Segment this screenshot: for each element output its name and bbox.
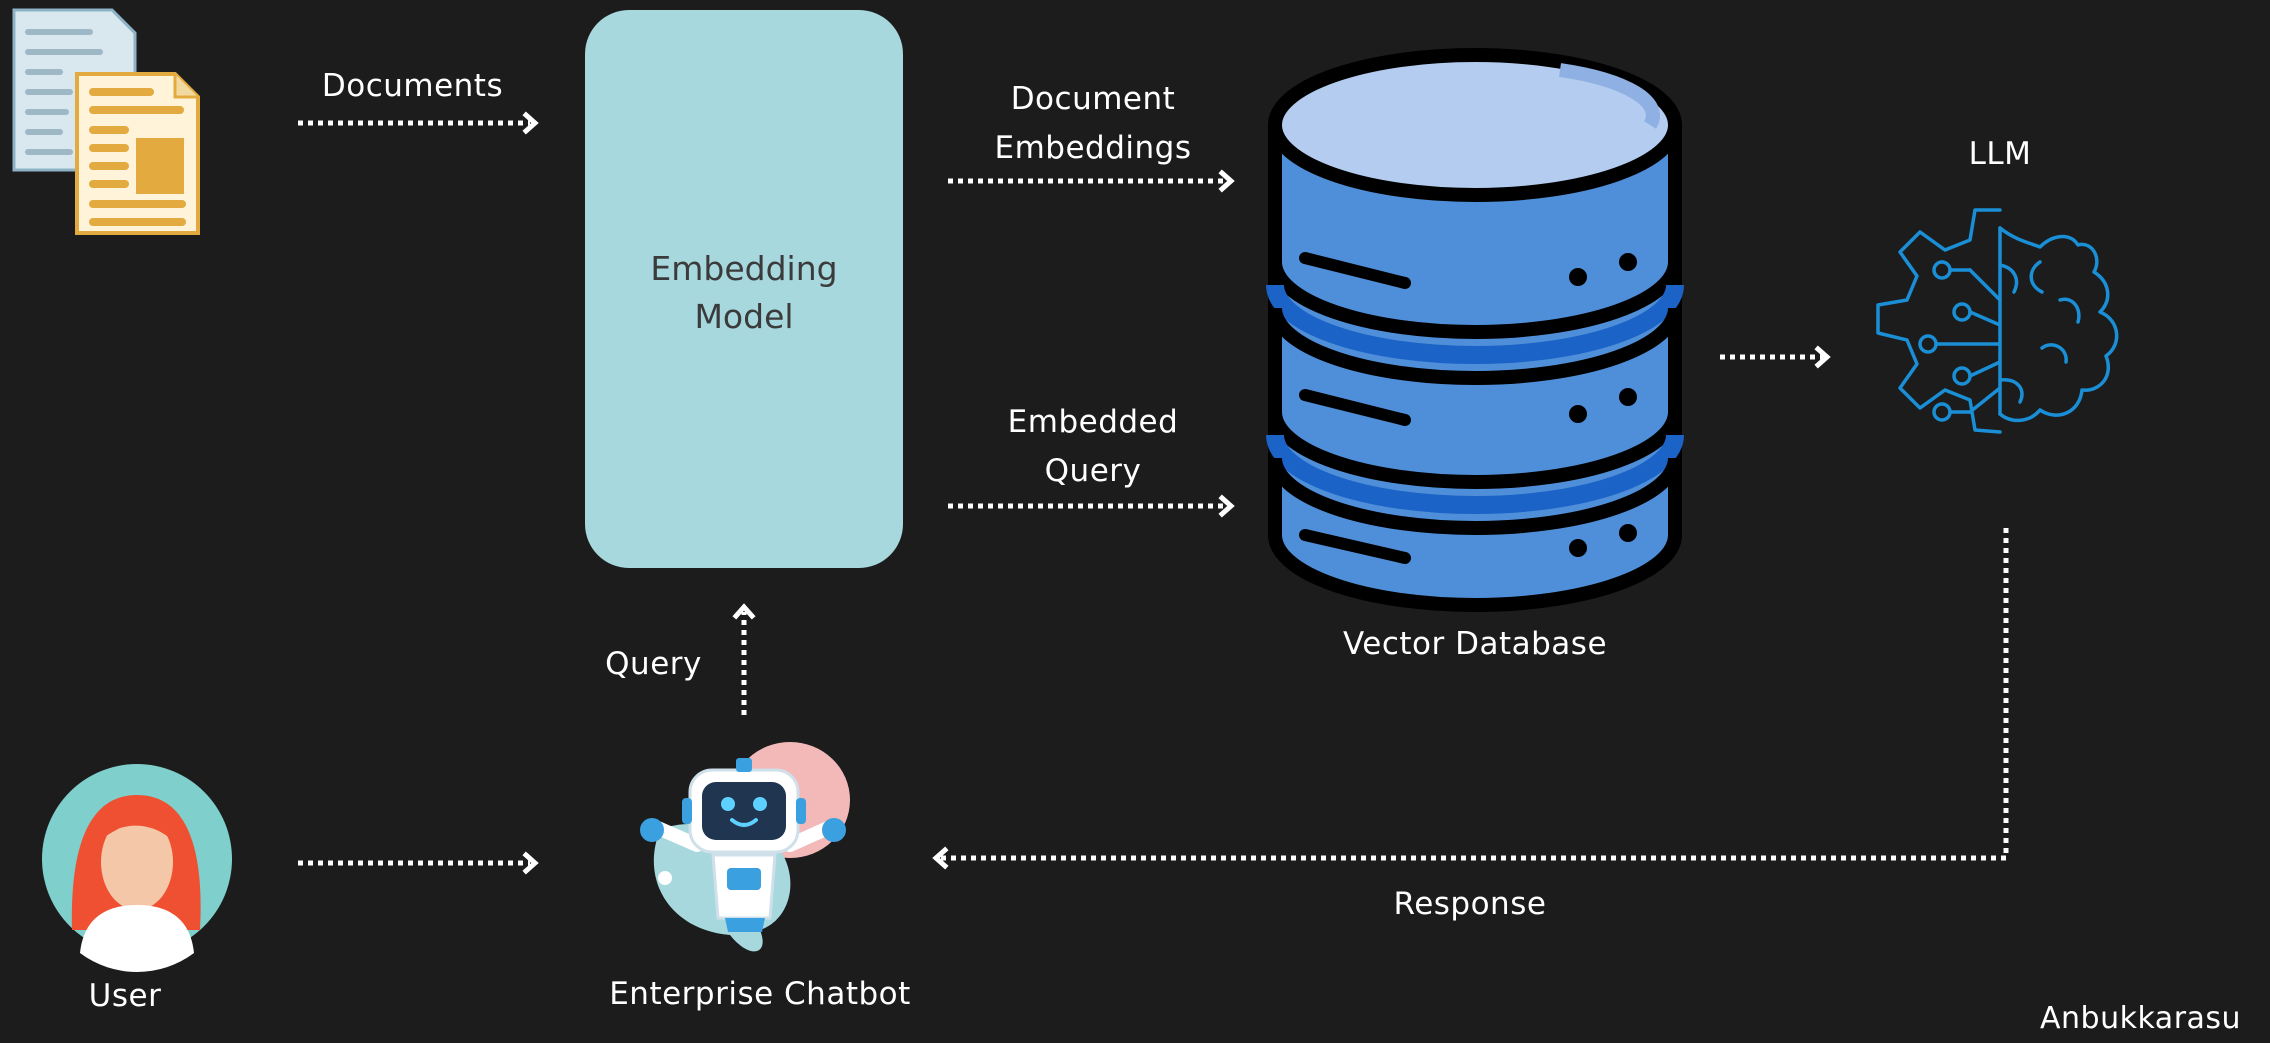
arrow-llm-to-chatbot-response <box>932 528 2009 870</box>
document-embeddings-label: Document Embeddings <box>968 75 1218 173</box>
documents-label: Documents <box>321 68 504 104</box>
embedded-query-line1: Embedded <box>1007 404 1179 440</box>
enterprise-chatbot-label: Enterprise Chatbot <box>609 976 911 1012</box>
arrow-chatbot-to-model-query <box>732 603 756 715</box>
arrow-model-to-database-embeddings <box>948 169 1235 193</box>
embedded-query-label: Embedded Query <box>968 398 1218 496</box>
diagram-graphics: .dot { stroke:#ffffff; stroke-width:5; s… <box>12 8 2119 973</box>
arrow-documents-to-model <box>298 111 539 135</box>
watermark: Anbukkarasu <box>2040 1001 2242 1036</box>
database-icon <box>1266 48 1684 612</box>
embedding-model-box: Embedding Model <box>585 10 903 568</box>
embedding-model-line2: Model <box>694 297 794 336</box>
user-avatar-icon <box>42 764 232 973</box>
brain-gear-icon <box>1876 208 2119 434</box>
response-label: Response <box>1393 886 1547 922</box>
embedding-model-label: Embedding Model <box>585 245 903 341</box>
query-label: Query <box>605 646 702 682</box>
llm-label: LLM <box>1968 136 2032 172</box>
robot-chatbot-icon <box>640 742 850 952</box>
arrow-model-to-database-query <box>948 494 1235 518</box>
embedded-query-line2: Query <box>1044 453 1142 489</box>
user-label: User <box>88 978 162 1014</box>
rag-diagram: .dot { stroke:#ffffff; stroke-width:5; s… <box>12 8 2241 1036</box>
document-embeddings-line2: Embeddings <box>994 130 1192 166</box>
embedding-model-line1: Embedding <box>650 249 838 288</box>
documents-icon <box>12 8 200 235</box>
arrow-user-to-chatbot <box>298 851 539 875</box>
document-embeddings-line1: Document <box>1010 81 1176 117</box>
arrow-database-to-llm <box>1720 345 1831 369</box>
vector-database-label: Vector Database <box>1342 626 1608 662</box>
